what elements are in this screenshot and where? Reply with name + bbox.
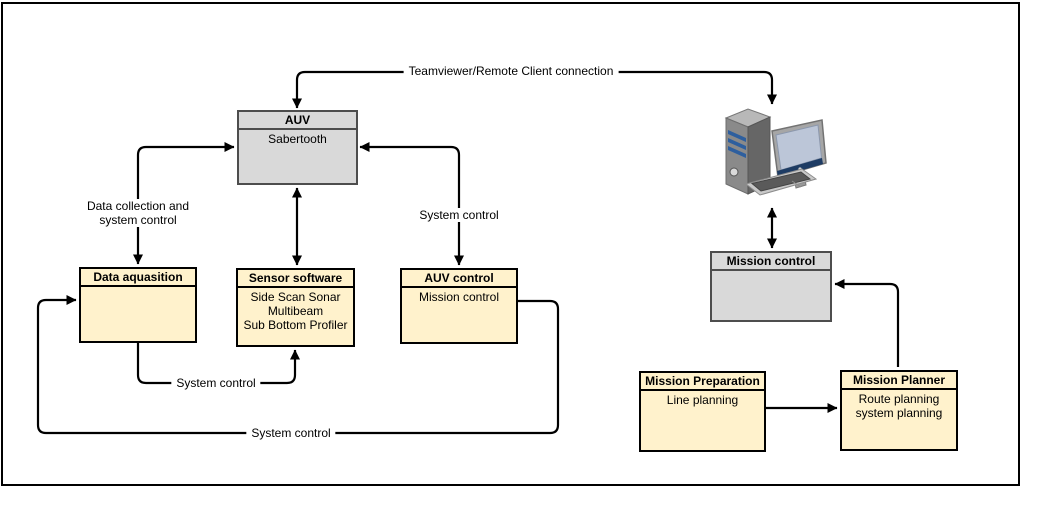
node-mission-control-title: Mission control bbox=[712, 253, 830, 271]
node-auv-title: AUV bbox=[239, 112, 356, 130]
label-system-control-loop: System control bbox=[246, 426, 336, 440]
node-auv-control: AUV control Mission control bbox=[400, 268, 518, 344]
tower-stripe bbox=[728, 138, 746, 150]
node-auv-control-title: AUV control bbox=[402, 270, 516, 288]
node-mission-preparation: Mission Preparation Line planning bbox=[639, 371, 766, 452]
keyboard-keys bbox=[750, 171, 812, 192]
node-mission-preparation-title: Mission Preparation bbox=[641, 373, 764, 391]
node-mission-planner-title: Mission Planner bbox=[842, 372, 956, 390]
label-data-collection: Data collection and system control bbox=[81, 199, 195, 227]
diagram-frame bbox=[1, 2, 1020, 486]
label-data-collection-line-1: Data collection and bbox=[86, 199, 190, 213]
power-button bbox=[729, 167, 739, 177]
tower-stripe bbox=[728, 130, 746, 142]
sensor-software-line-1: Side Scan Sonar bbox=[250, 290, 341, 304]
node-data-acquisition: Data aquasition bbox=[79, 267, 197, 343]
node-data-acquisition-title: Data aquasition bbox=[81, 269, 195, 287]
sensor-software-line-3: Sub Bottom Profiler bbox=[243, 318, 348, 332]
monitor-screen bbox=[775, 124, 823, 171]
node-mission-control-body bbox=[712, 271, 830, 273]
label-system-control-auv-control: System control bbox=[414, 208, 504, 222]
label-data-collection-line-2: system control bbox=[99, 213, 177, 227]
node-mission-control: Mission control bbox=[710, 251, 832, 322]
node-mission-preparation-body: Line planning bbox=[666, 393, 739, 407]
workstation-icon bbox=[712, 104, 830, 213]
label-teamviewer-connection: Teamviewer/Remote Client connection bbox=[403, 64, 619, 78]
node-auv-body: Sabertooth bbox=[268, 132, 327, 146]
tower-stripe bbox=[728, 146, 746, 158]
label-system-control-sensor: System control bbox=[171, 376, 261, 390]
node-data-acquisition-body bbox=[81, 287, 195, 289]
node-sensor-software-title: Sensor software bbox=[238, 270, 353, 288]
node-auv: AUV Sabertooth bbox=[237, 110, 358, 185]
keyboard-divider bbox=[791, 180, 802, 188]
node-auv-control-body: Mission control bbox=[418, 290, 500, 304]
mission-planner-line-2: system planning bbox=[855, 406, 943, 420]
mission-planner-line-1: Route planning bbox=[858, 392, 940, 406]
sensor-software-line-2: Multibeam bbox=[267, 304, 324, 318]
node-sensor-software: Sensor software Side Scan Sonar Multibea… bbox=[236, 268, 355, 347]
node-mission-planner: Mission Planner Route planning system pl… bbox=[840, 370, 958, 451]
